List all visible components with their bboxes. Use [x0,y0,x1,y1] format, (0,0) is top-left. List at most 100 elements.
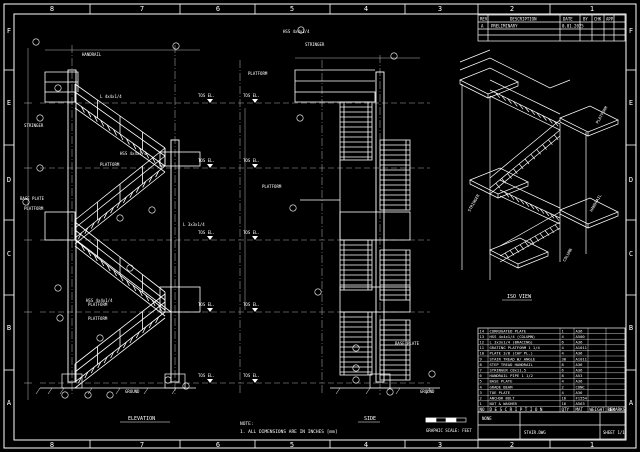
stair-tread [145,152,150,159]
scale-bar-label: GRAPHIC SCALE: FEET [426,428,472,433]
level-label: TOS EL. [243,302,260,307]
level-label: TOS EL. [198,93,215,98]
bom-cell: 3 [480,390,482,395]
iso-tread [501,95,506,101]
bom-cell: STAIR TREAD W/ ANGLE [490,356,536,361]
bom-cell: 9 [480,356,483,361]
iso-labels: PLATFORM STRINGER HANDRAIL COLUMN [467,105,609,263]
iso-handrail [499,179,561,209]
stair-tread [145,294,150,302]
bom-cell: ANCHOR BOLT [490,396,516,401]
rev-row-rev: A [481,24,484,29]
bom-cell: A36 [576,351,584,356]
right-stair-stack [300,101,411,381]
stair-tread [123,196,127,204]
zone-col-label: 2 [510,441,514,449]
part-balloon [36,114,44,122]
stair-tread [132,284,137,292]
rev-header-rev: REV [480,17,488,22]
landing-label: PLATFORM [24,206,44,211]
stair-tread [142,326,147,334]
iso-handrail [489,119,561,179]
iso-tread [530,109,536,116]
level-marker [207,164,213,168]
bom-header: REMARKS [608,407,626,412]
stair-flights [74,83,172,389]
stair-tread [84,371,89,379]
callout-text: HANDRAIL [82,52,102,57]
part-balloon [428,370,436,378]
bom-cell: A563 [576,401,585,406]
iso-tread [524,201,530,207]
part-balloon [61,391,69,399]
zone-row-label: E [7,99,11,107]
iso-tread [513,101,518,107]
part-balloon [22,198,30,206]
level-marker [207,308,213,312]
bom-header: MAT [576,407,584,412]
bom-cell: A36 [576,328,584,333]
elevation-title: ELEVATION [128,416,155,422]
stair-tread [148,176,153,183]
bom-cell: 1 [480,401,483,406]
iso-tread [518,103,524,110]
bom-cell: HANDRAIL PIPE 1 1/2 [490,373,533,378]
iso-tread [495,92,501,99]
title-block-text: NONE STAIR.DWG SHEET 1/1 [482,416,625,435]
iso-tread [513,168,518,174]
stair-tread [106,124,111,132]
platforms [44,91,411,313]
part-balloon [32,38,40,46]
stair-tread [78,376,82,384]
bom-cell: A36 [576,368,584,373]
stair-tread [135,331,140,339]
stair-tread [155,316,159,324]
stair-tread [119,133,124,141]
iso-platform [559,105,619,133]
stair-tread [87,249,92,257]
bom-cell: A36 [576,340,584,345]
iso-tread [518,163,524,170]
iso-handrail [499,211,561,247]
columns [67,69,385,383]
stringer [74,245,166,317]
callout-text: STRINGER [305,42,325,47]
stair-tread [155,170,159,178]
iso-tread [507,173,512,179]
bom-cell: 13 [480,334,485,339]
part-balloon [54,284,62,292]
iso-tread [507,98,512,104]
iso-tread [504,192,510,198]
view-title-underlines [120,299,532,423]
zone-row-label: D [7,176,11,184]
part-balloon [314,288,322,296]
bom-cell: HSS 4x4x1/4 (COLUMN) [490,334,536,339]
brace [75,239,172,313]
stair-tread [126,138,130,145]
iso-tread [529,238,535,245]
stair-tread [110,206,114,214]
callout-text: BASE PLATE [395,341,420,346]
zone-row-label: B [7,324,11,332]
level-label: TOS EL. [198,302,215,307]
iso-stringer [489,95,561,131]
stair-tread [113,269,117,277]
stair-tread [126,279,130,287]
iso-tread [509,250,515,256]
bom-cell: A36 [576,362,584,367]
iso-handrail [489,79,561,115]
sheet-border [3,3,637,449]
callout-text: HSS 4x4x1/4 [120,151,147,156]
stringer [74,107,166,173]
part-balloon [390,52,398,60]
stair-tread [119,274,124,282]
stair-tread [135,186,140,193]
callout-text: HSS 4x4x1/4 [283,29,310,34]
part-balloon [352,344,360,352]
part-balloon [182,382,190,390]
zone-col-label: 6 [216,441,220,449]
zone-row-label: E [629,99,633,107]
view-titles: ELEVATION SIDE ISO VIEW [128,294,532,422]
stair-tread [81,244,85,252]
